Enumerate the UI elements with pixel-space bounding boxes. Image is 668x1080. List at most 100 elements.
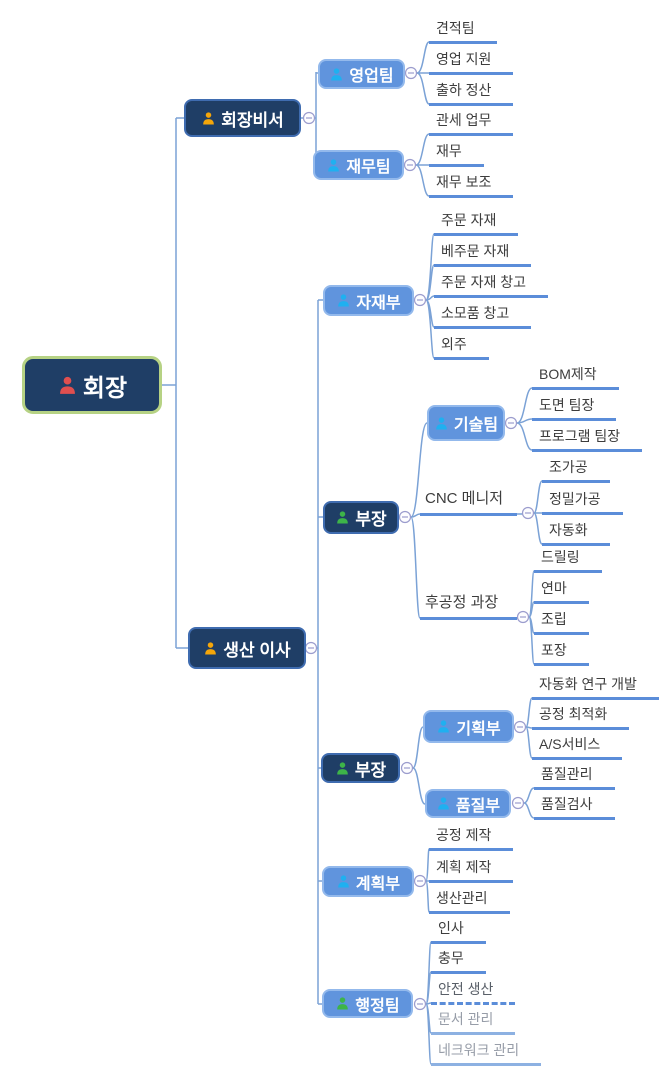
- leaf-as-service[interactable]: A/S서비스: [532, 735, 623, 760]
- person-icon: [329, 67, 344, 82]
- leaf-finance-assist[interactable]: 재무 보조: [429, 173, 514, 198]
- node-sales-team[interactable]: 영업팀: [318, 59, 405, 89]
- collapse-toggle[interactable]: [413, 293, 427, 307]
- leaf-customs-work[interactable]: 관세 업무: [429, 111, 514, 136]
- leaf-grinding[interactable]: 연마: [534, 579, 589, 604]
- collapse-toggle[interactable]: [516, 610, 530, 624]
- collapse-toggle[interactable]: [504, 416, 518, 430]
- connector-fan-manager1: [410, 422, 428, 619]
- leaf-plan-production[interactable]: 계획 제작: [429, 858, 514, 883]
- leaf-non-order-materials[interactable]: 베주문 자재: [434, 242, 532, 267]
- node-tech-team[interactable]: 기술팀: [427, 405, 505, 441]
- person-icon: [201, 111, 216, 126]
- node-label: 재무팀: [346, 159, 391, 176]
- collapse-toggle[interactable]: [511, 796, 525, 810]
- person-icon: [203, 641, 218, 656]
- node-manager-2[interactable]: 부장: [321, 753, 400, 783]
- leaf-drawing-team-lead[interactable]: 도면 팀장: [532, 396, 617, 421]
- collapse-toggle[interactable]: [413, 874, 427, 888]
- collapse-toggle[interactable]: [404, 66, 418, 80]
- leaf-safety-production[interactable]: 안전 생산: [431, 980, 516, 1005]
- node-label: 행정팀: [355, 997, 400, 1015]
- leaf-bom-production[interactable]: BOM제작: [532, 365, 619, 390]
- person-icon: [436, 719, 451, 734]
- node-postprocess-chief[interactable]: 후공정 과장: [420, 593, 517, 620]
- leaf-rough-machining[interactable]: 조가공: [542, 458, 610, 483]
- collapse-toggle[interactable]: [403, 158, 417, 172]
- node-cnc-manager[interactable]: CNC 메니저: [420, 489, 517, 516]
- leaf-shipping-settlement[interactable]: 출하 정산: [429, 81, 514, 106]
- person-icon: [335, 761, 350, 776]
- person-icon: [335, 510, 350, 525]
- person-icon: [57, 375, 78, 396]
- leaf-automation-rnd[interactable]: 자동화 연구 개발: [532, 675, 659, 700]
- leaf-outsourcing[interactable]: 외주: [434, 335, 489, 360]
- node-label: 계획부: [355, 875, 401, 893]
- connector-fan-materials: [425, 233, 435, 359]
- node-label: 회장: [82, 374, 128, 402]
- leaf-process-optimization[interactable]: 공정 최적화: [532, 705, 630, 730]
- person-icon: [434, 416, 449, 431]
- node-chairman[interactable]: 회장: [22, 356, 162, 414]
- node-quality-dept[interactable]: 품질부: [425, 789, 511, 818]
- leaf-order-materials[interactable]: 주문 자재: [434, 211, 519, 236]
- leaf-quality-control[interactable]: 품질관리: [534, 765, 615, 790]
- node-label: 자재부: [356, 294, 401, 312]
- connector-fan-planning: [525, 697, 533, 759]
- leaf-process-production[interactable]: 공정 제작: [429, 826, 514, 851]
- leaf-estimate-team[interactable]: 견적팀: [429, 19, 497, 44]
- leaf-network-management[interactable]: 네크워크 관리: [431, 1041, 542, 1066]
- connector-fan-admin: [425, 941, 432, 1065]
- collapse-toggle[interactable]: [413, 997, 427, 1011]
- node-planning-dept[interactable]: 기획부: [423, 710, 514, 743]
- leaf-sales-support[interactable]: 영업 지원: [429, 50, 514, 75]
- connector-root-trunk: [162, 117, 304, 649]
- leaf-quality-inspection[interactable]: 품질검사: [534, 795, 615, 820]
- node-label: 기술팀: [453, 417, 499, 434]
- collapse-toggle[interactable]: [521, 506, 535, 520]
- node-chairman-secretary[interactable]: 회장비서: [184, 99, 301, 137]
- node-admin-team[interactable]: 행정팀: [322, 989, 413, 1018]
- collapse-toggle[interactable]: [398, 510, 412, 524]
- node-label: 부장: [355, 510, 387, 529]
- leaf-precision-machining[interactable]: 정밀가공: [542, 490, 623, 515]
- leaf-document-management[interactable]: 문서 관리: [431, 1010, 516, 1035]
- collapse-toggle[interactable]: [400, 761, 414, 775]
- node-label: 품질부: [455, 797, 501, 815]
- node-label: 기획부: [456, 720, 501, 738]
- leaf-program-team-lead[interactable]: 프로그램 팀장: [532, 427, 643, 452]
- person-icon: [336, 293, 351, 308]
- leaf-drilling[interactable]: 드릴링: [534, 548, 602, 573]
- leaf-assembly[interactable]: 조립: [534, 610, 589, 635]
- node-finance-team[interactable]: 재무팀: [313, 150, 404, 180]
- leaf-general-affairs[interactable]: 충무: [431, 949, 486, 974]
- connector-production-trunk: [316, 299, 323, 1005]
- collapse-toggle[interactable]: [302, 111, 316, 125]
- leaf-production-management[interactable]: 생산관리: [429, 889, 510, 914]
- leaf-consumables-warehouse[interactable]: 소모품 창고: [434, 304, 532, 329]
- connector-fan-tech: [516, 387, 533, 451]
- leaf-hr[interactable]: 인사: [431, 919, 486, 944]
- leaf-packaging[interactable]: 포장: [534, 641, 589, 666]
- connector-fan-manager2: [412, 726, 426, 805]
- node-materials-dept[interactable]: 자재부: [323, 285, 414, 316]
- node-plan-dept[interactable]: 계획부: [322, 866, 414, 897]
- person-icon: [436, 796, 451, 811]
- node-manager-1[interactable]: 부장: [323, 501, 399, 534]
- person-icon: [335, 996, 350, 1011]
- node-label: 부장: [354, 760, 387, 780]
- node-production-director[interactable]: 생산 이사: [188, 627, 306, 669]
- collapse-toggle[interactable]: [304, 641, 318, 655]
- leaf-order-materials-warehouse[interactable]: 주문 자재 창고: [434, 273, 549, 298]
- person-icon: [336, 874, 351, 889]
- connector-fan-sales: [416, 41, 430, 105]
- node-label: 영업팀: [349, 68, 394, 85]
- connector-fan-cnc: [517, 480, 543, 545]
- connector-fan-plan2: [425, 848, 430, 913]
- leaf-finance[interactable]: 재무: [429, 142, 484, 167]
- person-icon: [326, 158, 341, 173]
- connector-fan-quality: [523, 787, 535, 819]
- leaf-automation[interactable]: 자동화: [542, 521, 610, 546]
- collapse-toggle[interactable]: [513, 720, 527, 734]
